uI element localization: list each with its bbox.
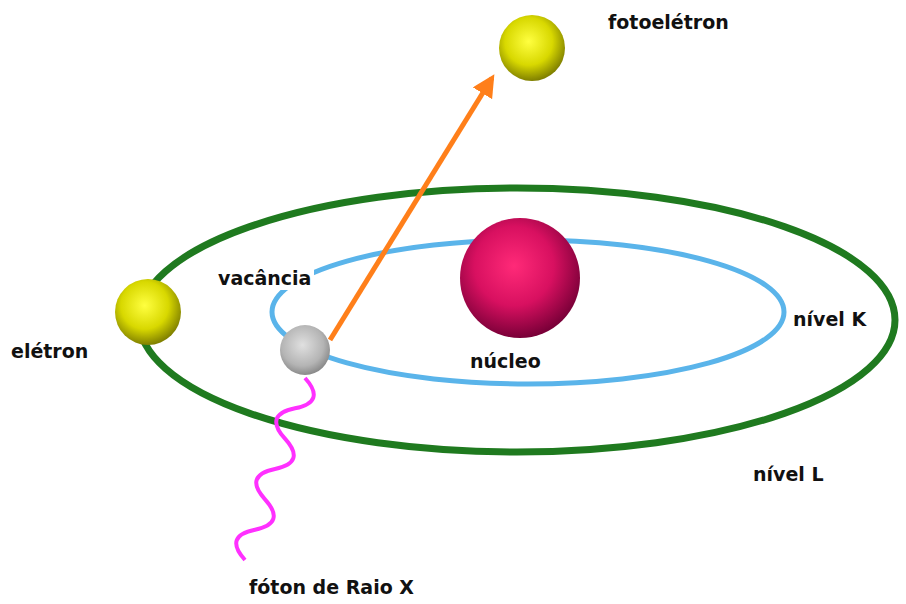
shell-l-orbit	[139, 188, 895, 452]
shell-label: nível L	[750, 462, 827, 486]
photoelectron-label: fotoelétron	[605, 10, 732, 34]
nucleus-label: núcleo	[467, 349, 544, 373]
x-ray-photon-wave	[236, 378, 314, 560]
photoelectron	[499, 15, 565, 81]
electron-label: elétron	[8, 339, 91, 363]
nucleus	[460, 218, 580, 338]
vacancy-label: vacância	[215, 266, 314, 290]
vacancy	[280, 325, 330, 375]
electron	[115, 279, 181, 345]
ejection-arrow	[330, 78, 492, 340]
shell-label: nível K	[790, 307, 869, 331]
photon-label: fóton de Raio X	[246, 575, 417, 599]
